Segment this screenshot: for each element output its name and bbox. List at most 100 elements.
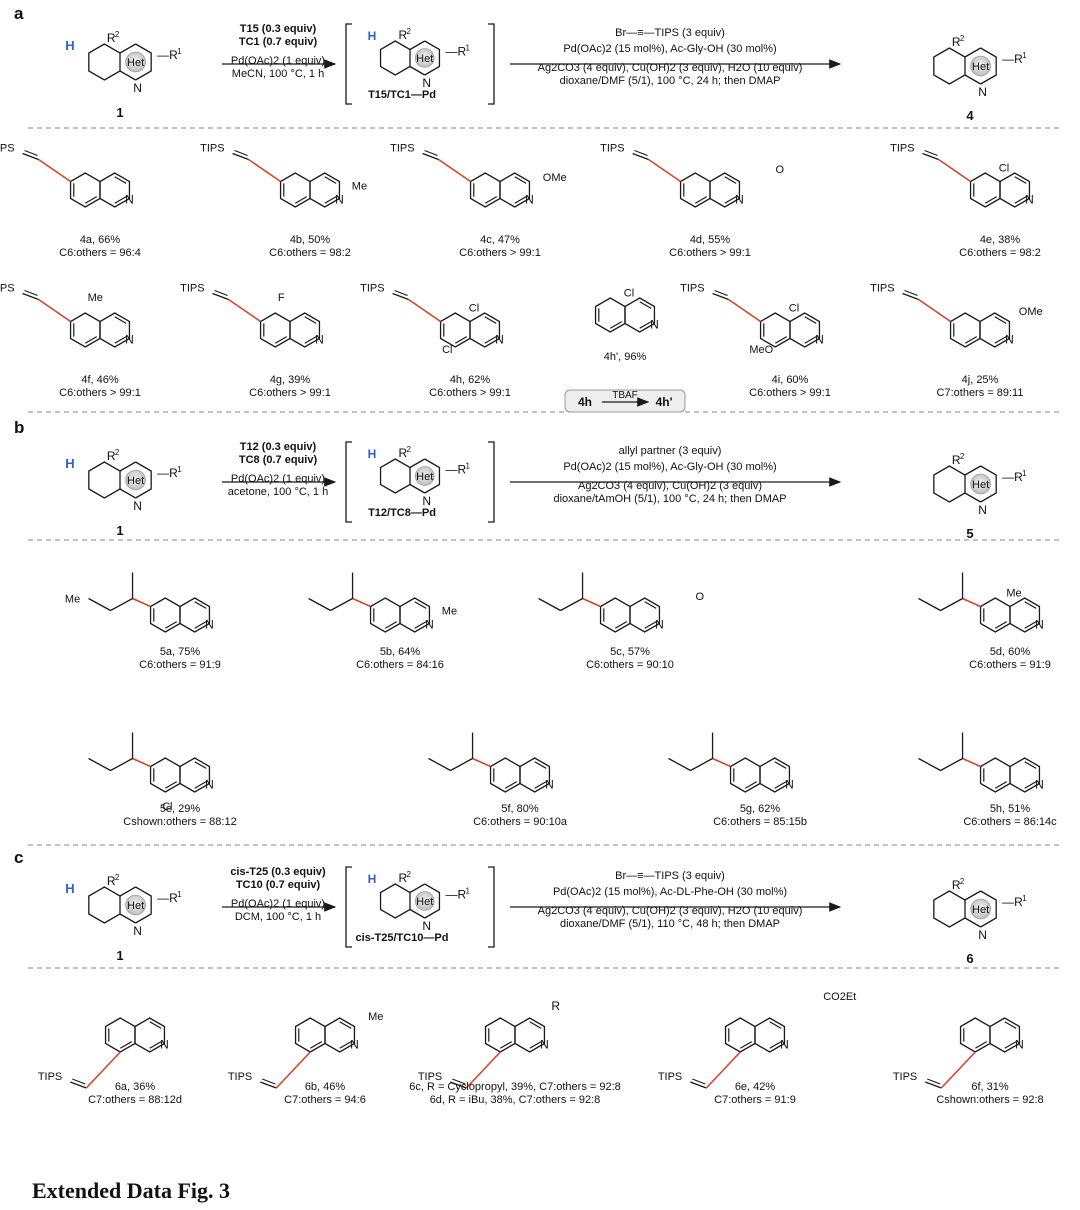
double-bond (414, 601, 427, 609)
ring (179, 757, 211, 793)
double-bond (1024, 761, 1037, 769)
ring (259, 312, 291, 348)
selectivity-ratio: C6:others > 99:1 (749, 387, 831, 399)
ring (594, 297, 626, 333)
het-label: Het (972, 904, 989, 916)
double-bond (644, 601, 657, 609)
product-id-yield: 5d, 60% (990, 646, 1031, 658)
het-ring-bond (409, 883, 426, 894)
ring (279, 172, 311, 208)
product-scaffold (933, 465, 997, 503)
ring (104, 1017, 136, 1053)
alkyne-bond (690, 1081, 707, 1089)
nitrogen-atom: N (780, 1038, 789, 1052)
coupling-reagent: Br—≡—TIPS (3 equiv) (615, 27, 725, 39)
double-bond (514, 196, 527, 204)
product-quinoline (979, 597, 1041, 633)
c-h-hydrogen: H (368, 872, 377, 886)
r1-label: —R (445, 45, 466, 59)
product-id-yield: 4h, 62% (450, 374, 491, 386)
nitrogen-atom: N (335, 193, 344, 207)
selectivity-ratio: C6:others = 91:9 (969, 659, 1051, 671)
selectivity-ratio: C7:others = 89:11 (937, 387, 1024, 399)
double-bond (194, 601, 207, 609)
alkyne-bond (904, 290, 918, 296)
palladacycle-scaffold (379, 40, 441, 76)
r1-label: —R (157, 891, 178, 905)
c-h-hydrogen: H (368, 29, 377, 43)
new-c-c-bond (938, 158, 972, 183)
fluoro-group: F (278, 292, 285, 304)
alkene-bond (428, 757, 451, 772)
het-ring (424, 40, 441, 76)
double-bond (529, 1041, 542, 1049)
new-c-c-bond (38, 158, 72, 183)
nitrogen-atom: N (978, 503, 987, 517)
selectivity-ratio: C6:others = 96:4 (59, 247, 141, 259)
r-group: R (551, 999, 560, 1013)
r1-sup: 1 (465, 887, 470, 896)
het-label: Het (416, 471, 433, 483)
r2-sup: 2 (960, 34, 965, 43)
product-quinoline (104, 1017, 166, 1053)
double-bond (1014, 176, 1027, 184)
double-bond (614, 621, 628, 629)
product-quinoline (69, 312, 131, 348)
r1-label: —R (157, 48, 178, 62)
step1-condition: TC1 (0.7 equiv) (239, 36, 318, 48)
ring (469, 172, 501, 208)
ring (69, 312, 101, 348)
methoxy-group: MeO (749, 344, 773, 356)
nitrogen-atom: N (735, 193, 744, 207)
nitrogen-atom: N (1015, 1038, 1024, 1052)
nitrogen-atom: N (785, 778, 794, 792)
nitrogen-atom: N (978, 85, 987, 99)
step1-condition: Pd(OAc)2 (1 equiv) (231, 898, 325, 910)
nitrogen-atom: N (133, 499, 142, 513)
ring (759, 312, 791, 348)
ring (99, 172, 131, 208)
bracket-left (345, 866, 352, 948)
r2-label: R (107, 874, 116, 888)
alkyne-bond (424, 150, 438, 156)
selectivity-ratio: Cshown:others = 92:8 (936, 1094, 1043, 1106)
product-id-yield: 5g, 62% (740, 803, 781, 815)
r1-sup: 1 (1022, 469, 1027, 478)
het-ring (135, 461, 152, 499)
selectivity-ratio: C6:others = 98:2 (959, 247, 1041, 259)
tips-group: TIPS (893, 1071, 917, 1083)
selectivity-ratio: C6:others > 99:1 (429, 387, 511, 399)
r2-sup: 2 (960, 452, 965, 461)
tips-group: TIPS (390, 143, 414, 155)
new-c-c-bond (465, 1051, 501, 1089)
alkyne-bond (24, 150, 38, 156)
product-label: 6 (966, 951, 973, 966)
new-c-c-bond (472, 757, 491, 768)
het-ring-bond (409, 458, 426, 469)
r1-sup: 1 (1022, 894, 1027, 903)
alkene-bond (88, 757, 111, 772)
product-id-yield: 4d, 55% (690, 234, 731, 246)
intermediate-label: T15/TC1—Pd (368, 89, 436, 101)
nitrogen-atom: N (205, 618, 214, 632)
product-scaffold (933, 890, 997, 928)
double-bond (384, 621, 398, 629)
benzo-ring (88, 461, 121, 499)
ring (69, 172, 101, 208)
tips-group: TIPS (0, 283, 15, 295)
het-ring-bond (119, 886, 136, 897)
double-bond (639, 301, 652, 309)
double-bond (484, 316, 497, 324)
het-circle (970, 473, 991, 495)
ring (1009, 757, 1041, 793)
r1-label: —R (157, 466, 178, 480)
het-ring-bond (119, 461, 136, 472)
het-ring-bond (964, 47, 981, 58)
het-label: Het (127, 900, 144, 912)
selectivity-ratio: 6d, R = iBu, 38%, C7:others = 92:8 (430, 1094, 601, 1106)
product-quinoline (594, 297, 656, 333)
panel-letter-b: b (14, 418, 25, 437)
product-id-yield: 6f, 31% (971, 1081, 1009, 1093)
step2-condition: dioxane/DMF (5/1), 100 °C, 24 h; then DM… (560, 75, 781, 87)
alkyne-bond (234, 150, 248, 156)
